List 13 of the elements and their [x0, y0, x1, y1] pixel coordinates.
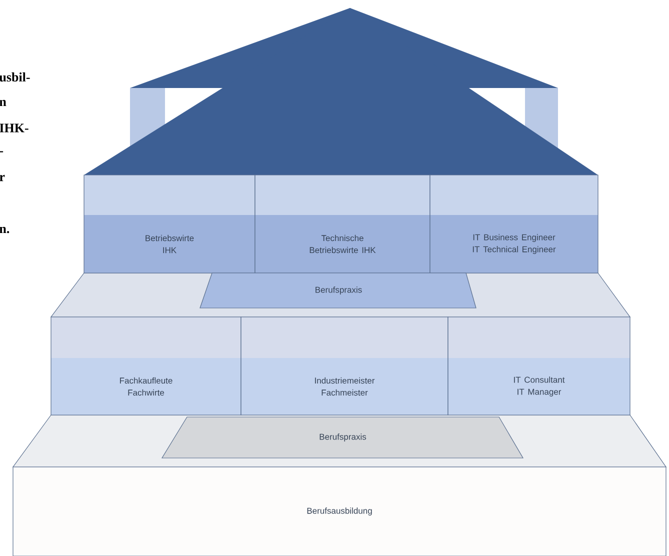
text-fragment: n. [0, 226, 10, 234]
text-fragment: r [0, 174, 5, 182]
text-fragment: - [0, 151, 4, 152]
qualification-box: Betriebswirte IHK [84, 174, 256, 274]
qualification-box: IT Business Engineer IT Technical Engineer [430, 174, 598, 274]
foundation-box: Berufsausbildung [12, 466, 666, 556]
practice-platform: Berufspraxis [200, 272, 476, 308]
text-fragment: n [0, 100, 6, 106]
qualification-box: IT Consultant IT Manager [448, 316, 630, 416]
qualification-box: Technische Betriebswirte IHK [254, 174, 430, 274]
qualification-box: Fachkaufleute Fachwirte [50, 316, 242, 416]
text-fragment: IHK- [0, 124, 28, 132]
qualification-box: Industriemeister Fachmeister [240, 316, 448, 416]
